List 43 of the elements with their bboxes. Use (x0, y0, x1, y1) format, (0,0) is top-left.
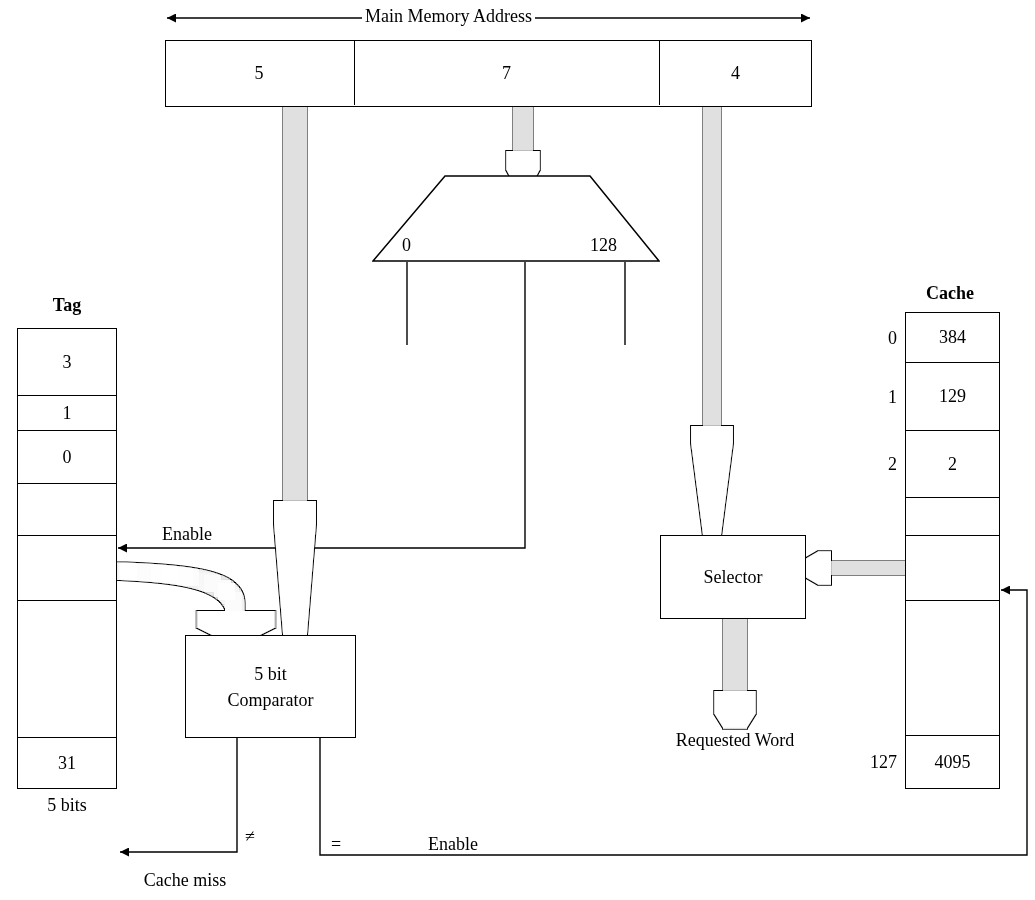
bus-arrow (285, 106, 305, 636)
process-box: Selector (660, 535, 806, 619)
row-index: 2 (887, 454, 897, 474)
output-label: Cache miss (142, 870, 228, 890)
table-cell: 384 (905, 312, 1000, 363)
table-cell (905, 600, 1000, 736)
row-index: 1 (887, 386, 897, 407)
bus-arrow (515, 106, 531, 176)
output-label: Requested Word (674, 730, 796, 750)
row-index: 0 (887, 327, 897, 348)
address-field: 7 (354, 41, 660, 105)
table-cell: 0 (17, 430, 117, 484)
signal-line (406, 261, 408, 346)
table-cell: 2 (905, 430, 1000, 498)
address-register (165, 40, 812, 107)
table-caption: 5 bits (46, 795, 88, 815)
address-field: 4 (659, 41, 812, 105)
bus-arrow (116, 570, 268, 636)
table-cell: 129 (905, 362, 1000, 431)
bus-arrow (725, 618, 745, 719)
signal-arrow (117, 261, 526, 553)
table-cell: 31 (17, 737, 117, 789)
signal-arrow (319, 585, 1028, 856)
table-title: Tag (51, 295, 83, 315)
table-cell: 3 (17, 328, 117, 396)
address-field: 5 (164, 41, 355, 105)
bus-arrow (805, 557, 906, 579)
table-cell (17, 535, 117, 601)
table-cell (17, 600, 117, 738)
signal-arrow (119, 737, 238, 857)
table-cell (905, 497, 1000, 536)
table-cell: 1 (17, 395, 117, 431)
table-cell (17, 483, 117, 536)
process-box: 5 bit Comparator (185, 635, 356, 738)
signal-line (624, 261, 626, 346)
table-cell: 4095 (905, 735, 1000, 789)
decoder-output: 128 (590, 235, 617, 255)
bus-arrow (699, 106, 725, 536)
dimension-label: Main Memory Address (362, 6, 535, 26)
table-cell (905, 535, 1000, 601)
row-index: 127 (869, 752, 897, 772)
table-title: Cache (925, 283, 975, 303)
decoder-output: 0 (402, 235, 411, 255)
